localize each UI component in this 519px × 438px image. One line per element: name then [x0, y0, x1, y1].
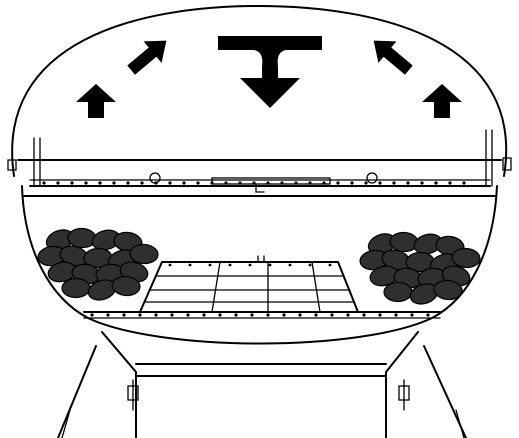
grate-rivet [210, 181, 214, 185]
grate-rivet [252, 181, 256, 185]
grate-rivet [336, 181, 340, 185]
grate-rivet [112, 181, 116, 185]
grate-rivet [420, 181, 424, 185]
top-grate [29, 172, 491, 193]
grate-rivet [314, 313, 318, 317]
grate-rivet [282, 313, 286, 317]
lid-hinge-left [7, 137, 41, 187]
cooking-rack [139, 255, 359, 313]
grate-rivet [106, 313, 110, 317]
grate-rivet [448, 181, 452, 185]
grate-rivet [294, 181, 298, 185]
airflow-up-arrow-left-icon [76, 84, 116, 118]
grate-rivet [410, 313, 414, 317]
grate-rivet [154, 313, 158, 317]
rack-rivet [228, 263, 232, 267]
grate-rivet [234, 313, 238, 317]
rack-rivet [328, 263, 332, 267]
airflow-up-right-arrow-icon [127, 40, 167, 75]
grate-rivet [378, 313, 382, 317]
grate-rivet [170, 313, 174, 317]
rack-rivet [248, 263, 252, 267]
rack-rivet [308, 263, 312, 267]
rack-rivet [288, 263, 292, 267]
grate-rivet [378, 181, 382, 185]
grate-rivet [182, 181, 186, 185]
grate-rivet [70, 181, 74, 185]
charcoal-briquette [451, 247, 481, 269]
stand-clip-right [398, 379, 410, 411]
grill-bowl [21, 185, 498, 345]
grate-rivet [330, 313, 334, 317]
lid-hinge-right [485, 129, 512, 187]
grate-rivet [462, 181, 466, 185]
grate-rivet [90, 313, 94, 317]
charcoal-briquette [433, 279, 463, 301]
airflow-up-left-arrow-icon [373, 40, 413, 75]
grate-rivet [426, 313, 430, 317]
grate-rivet [308, 181, 312, 185]
grate-rivet [434, 181, 438, 185]
grate-rivet [186, 313, 190, 317]
rack-rivet [268, 263, 272, 267]
grate-rivet [406, 181, 410, 185]
charcoal-briquette [383, 281, 413, 303]
charcoal-briquette [61, 277, 91, 299]
stand-clip-left [127, 379, 139, 411]
grate-rivet [238, 181, 242, 185]
grate-rivet [350, 181, 354, 185]
grate-rivet [346, 313, 350, 317]
grate-rivet [280, 181, 284, 185]
grate-rivet [98, 181, 102, 185]
grate-rivet [122, 313, 126, 317]
rack-rivet [168, 263, 172, 267]
grate-rivet [266, 313, 270, 317]
charcoal-briquette [111, 275, 141, 297]
grate-rivet [298, 313, 302, 317]
grate-rivet [126, 181, 130, 185]
grate-rivet [266, 181, 270, 185]
grate-rivet [392, 181, 396, 185]
grate-rivet [56, 181, 60, 185]
grate-rivet [140, 181, 144, 185]
airflow-down-arrow-icon [218, 36, 322, 108]
charcoal-briquette [67, 227, 97, 249]
grill-stand [57, 331, 467, 438]
grate-rivet [218, 313, 222, 317]
grate-rivet [394, 313, 398, 317]
charcoal-pile-left [37, 227, 159, 301]
grate-rivet [224, 181, 228, 185]
rack-rivet [208, 263, 212, 267]
grill-lid [11, 5, 508, 177]
grate-rivet [168, 181, 172, 185]
grate-rivet [250, 313, 254, 317]
grate-rivet [84, 181, 88, 185]
grate-rivet [364, 181, 368, 185]
rack-rivet [188, 263, 192, 267]
grate-rivet [42, 181, 46, 185]
grate-rivet [154, 181, 158, 185]
charcoal-briquette [129, 243, 159, 265]
grate-rivet [202, 313, 206, 317]
charcoal-briquette [389, 231, 419, 253]
grate-rivet [196, 181, 200, 185]
airflow-up-arrow-right-icon [422, 84, 462, 118]
charcoal-pile-right [359, 231, 481, 305]
grate-rivet [322, 181, 326, 185]
grate-rivet [362, 313, 366, 317]
grate-rivet [138, 313, 142, 317]
